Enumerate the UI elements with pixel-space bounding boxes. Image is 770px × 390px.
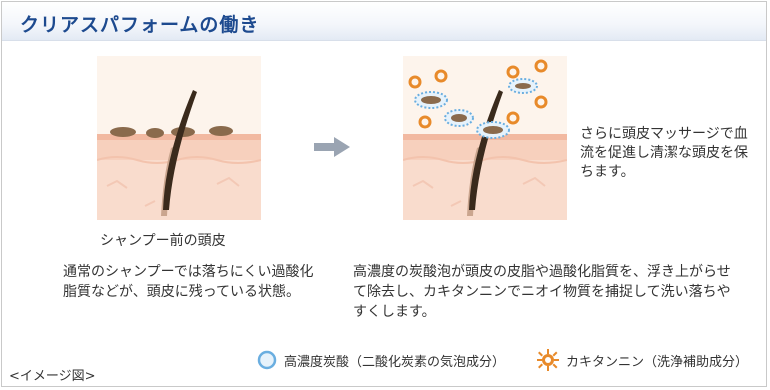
legend-tannin-label: カキタンニン（洗浄補助成分） bbox=[566, 354, 749, 370]
page-title: クリアスパフォームの働き bbox=[20, 14, 260, 36]
scalp-after-illustration bbox=[403, 56, 567, 220]
scalp-before-illustration bbox=[97, 56, 261, 220]
legend-foam: 高濃度炭酸（二酸化炭素の気泡成分） bbox=[257, 350, 505, 370]
before-description: 通常のシャンプーでは落ちにくい過酸化脂質などが、頭皮に残っている状態。 bbox=[63, 264, 314, 300]
after-detail-description: 高濃度の炭酸泡が頭皮の皮脂や過酸化脂質を、浮き上がらせて除去し、カキタンニンでニ… bbox=[353, 264, 731, 320]
after-description: さらに頭皮マッサージで血流を促進し清潔な頭皮を保ちます。 bbox=[580, 126, 748, 180]
foam-bubble-icon bbox=[257, 350, 277, 370]
legend-tannin: カキタンニン（洗浄補助成分） bbox=[537, 349, 748, 371]
image-note: <イメージ図> bbox=[9, 369, 96, 384]
header-bar: クリアスパフォームの働き bbox=[2, 2, 766, 41]
legend-foam-label: 高濃度炭酸（二酸化炭素の気泡成分） bbox=[284, 354, 506, 370]
tannin-sun-icon bbox=[537, 349, 559, 371]
right-arrow-icon bbox=[314, 137, 350, 157]
before-caption: シャンプー前の頭皮 bbox=[100, 233, 226, 249]
